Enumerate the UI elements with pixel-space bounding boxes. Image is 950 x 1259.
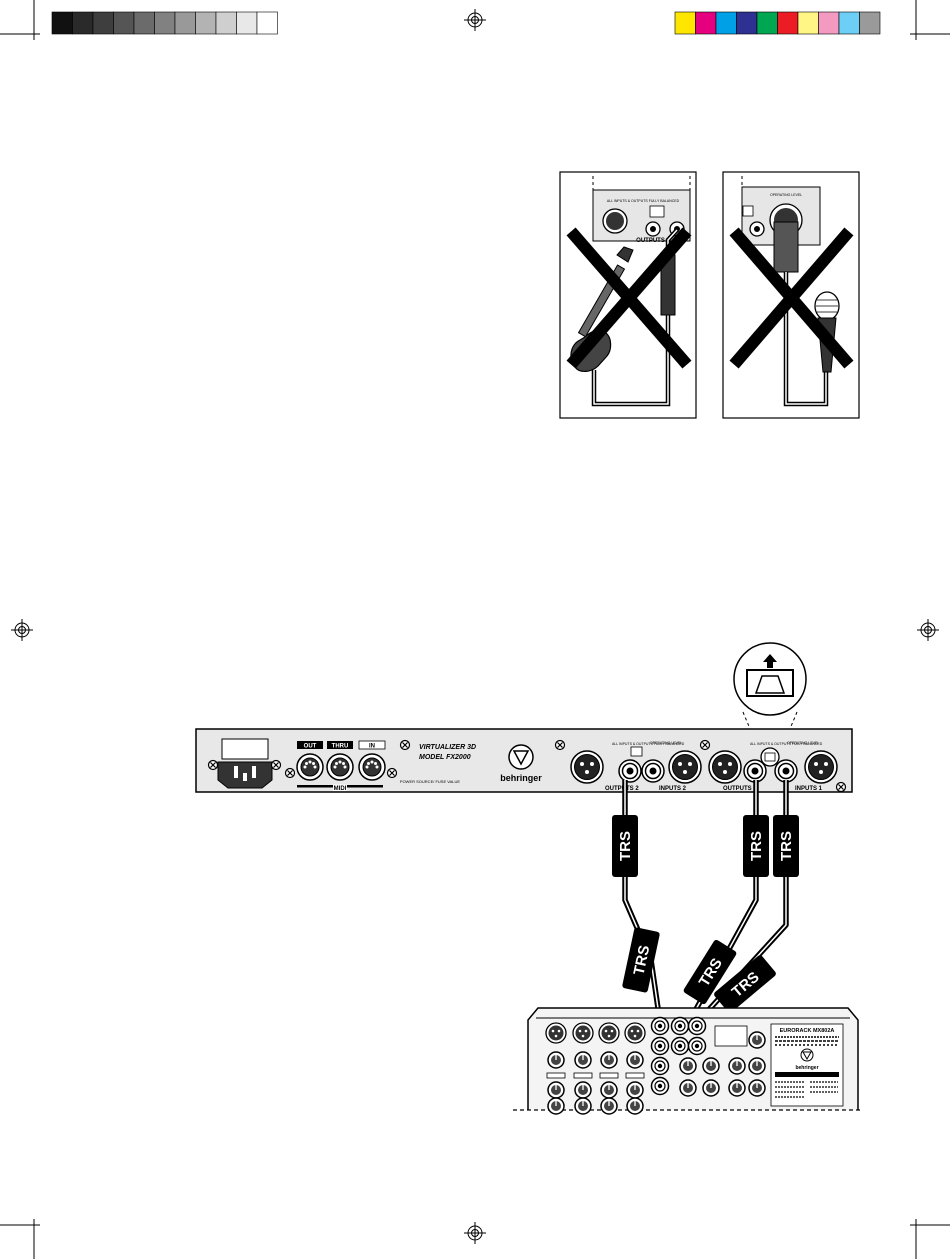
inputs-1-jack: [774, 759, 798, 783]
group-caption-2: ALL INPUTS & OUTPUTS FULLY BALANCED: [612, 742, 685, 746]
inputs-1-xlr: [804, 750, 838, 784]
midi-label: MIDI: [334, 786, 347, 792]
mixer-channel-strips: [545, 1022, 646, 1115]
svg-text:MIDI: MIDI: [334, 786, 347, 792]
inputs-2-jack: [641, 759, 665, 783]
gray-swatch: [215, 11, 237, 35]
gray-swatch: [72, 11, 94, 35]
operating-level-2: OPERATING LEVEL: [650, 741, 682, 745]
device-model: MODEL FX2000: [419, 754, 471, 761]
trs-label-3: TRS: [778, 831, 795, 861]
gray-swatch: [236, 11, 258, 35]
midi-thru-port: [326, 753, 354, 781]
gray-swatch: [174, 11, 196, 35]
color-calibration-bar: [674, 11, 881, 35]
panel-caption: ALL INPUTS & OUTPUTS FULLY BALANCED: [607, 199, 680, 203]
outputs-2-jack: [618, 759, 642, 783]
gray-swatch: [154, 11, 176, 35]
trs-label-2: TRS: [748, 831, 765, 861]
midi-in-label: IN: [369, 744, 375, 750]
mixer: EURORACK MX802A behringer: [513, 1007, 860, 1115]
midi-out-label: OUT: [304, 744, 317, 750]
fx2000-rear-panel: OUT THRU IN MIDI MIDI VIRTUALIZER 3D MOD…: [195, 728, 853, 793]
color-swatch: [859, 11, 881, 35]
mixer-model: EURORACK MX802A: [780, 1028, 835, 1034]
group-caption-1: ALL INPUTS & OUTPUTS FULLY BALANCED: [750, 742, 823, 746]
inputs-2-xlr: [668, 750, 702, 784]
panel-xlr-connector: [602, 208, 628, 234]
color-swatch: [777, 11, 799, 35]
midi-in-port: [358, 753, 386, 781]
color-swatch: [756, 11, 778, 35]
outputs-1-xlr: [708, 750, 742, 784]
wrong-connection-guitar-panel: ALL INPUTS & OUTPUTS FULLY BALANCED OUTP…: [559, 171, 697, 419]
power-fuse-label: POWER SOURCE/ FUSE VALUE: [400, 779, 460, 784]
gray-swatch: [195, 11, 217, 35]
midi-section: OUT THRU IN MIDI MIDI: [296, 740, 386, 793]
wrong-x-mark-2: [729, 227, 854, 369]
behringer-logo-icon: [508, 744, 534, 770]
wrong-x-mark-1: [566, 227, 692, 369]
gray-swatch: [113, 11, 135, 35]
mixer-brand: behringer: [795, 1065, 818, 1071]
trs-label-1: TRS: [617, 831, 634, 861]
operating-level-1: OPERATING LEVEL: [787, 741, 819, 745]
color-swatch: [674, 11, 696, 35]
color-swatch: [818, 11, 840, 35]
device-title: VIRTUALIZER 3D: [419, 744, 476, 751]
outputs-1-label: OUTPUTS 1: [723, 786, 757, 792]
mixer-info-panel: EURORACK MX802A behringer: [770, 1023, 844, 1107]
trs-plug-4: TRS: [622, 927, 660, 993]
outputs-1-jack: [743, 759, 767, 783]
midi-thru-label: THRU: [332, 744, 349, 750]
mixer-master-section: [679, 1025, 766, 1097]
gray-swatch: [51, 11, 73, 35]
color-swatch: [695, 11, 717, 35]
outputs-2-label: OUTPUTS 2: [605, 786, 639, 792]
panel-jack-connector-a: [645, 221, 661, 237]
panel-outputs-label: OUTPUTS 2: [636, 238, 670, 244]
grayscale-calibration-bar: [51, 11, 278, 35]
switch-up-arrow-icon: [763, 654, 777, 668]
xlr-plug: [773, 221, 799, 273]
wrong-connection-microphone-panel: OPERATING LEVEL: [722, 171, 860, 419]
color-swatch: [797, 11, 819, 35]
trs-plugs: TRS TRS TRS TRS TRS TRS: [612, 815, 799, 1013]
trs-plug-1: TRS: [612, 815, 638, 877]
switch-magnifier-callout: [733, 642, 807, 749]
trs-plug-2: TRS: [743, 815, 769, 877]
inputs-2-label: INPUTS 2: [659, 786, 687, 792]
panel-level-caption: OPERATING LEVEL: [770, 193, 802, 197]
midi-out-port: [296, 753, 324, 781]
panel-jack-connector-c: [749, 221, 765, 237]
brand-label: behringer: [500, 773, 542, 783]
trs-plug-3: TRS: [773, 815, 799, 877]
gray-swatch: [133, 11, 155, 35]
power-inlet: [217, 738, 273, 789]
color-swatch: [736, 11, 758, 35]
color-swatch: [838, 11, 860, 35]
color-swatch: [715, 11, 737, 35]
gray-swatch: [92, 11, 114, 35]
outputs-2-xlr: [570, 750, 604, 784]
trs-label-4: TRS: [631, 944, 654, 977]
inputs-1-label: INPUTS 1: [795, 786, 823, 792]
gray-swatch: [256, 11, 278, 35]
